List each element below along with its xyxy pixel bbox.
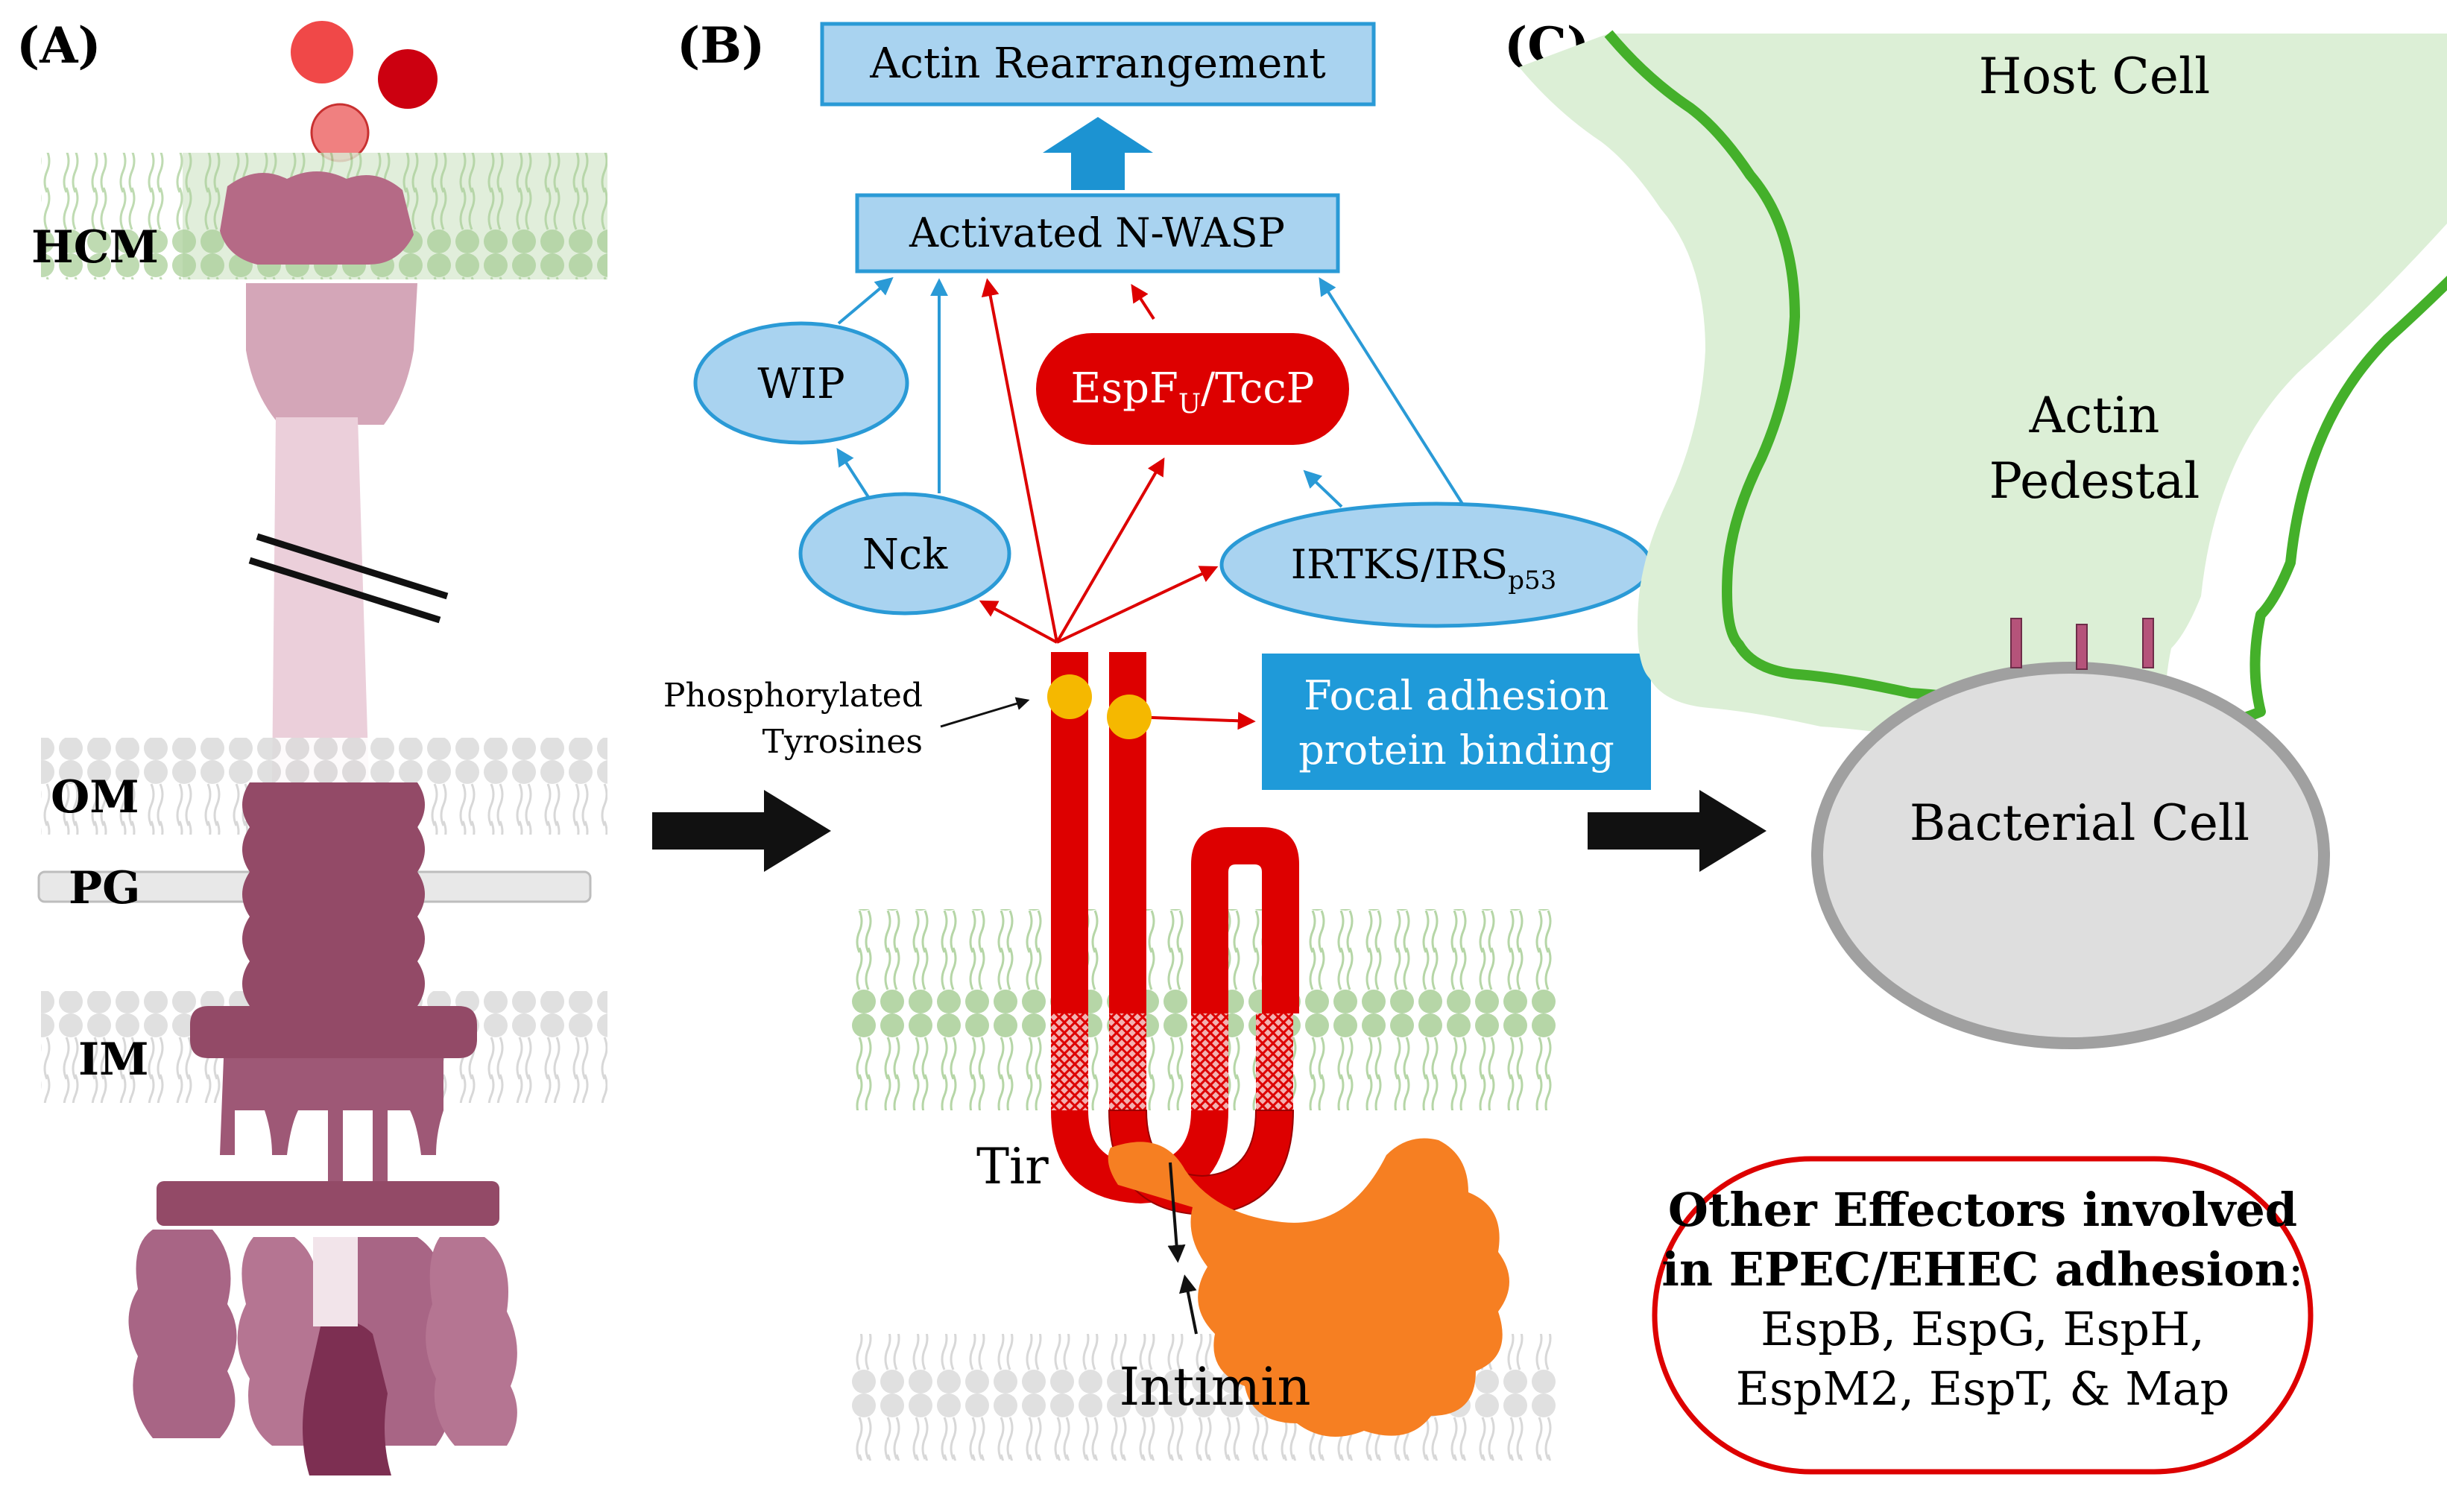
arrow-tir-to-irtks (1056, 566, 1219, 644)
focal-line-1: Focal adhesion (1304, 672, 1609, 719)
panel-a-label: (A) (16, 16, 101, 75)
attachment-bar-3 (2142, 618, 2154, 668)
arrow-espfu-to-nwasp (1131, 283, 1155, 320)
irtks-sub: p53 (1508, 566, 1556, 595)
espfu-node (1036, 333, 1349, 445)
arrow-wip-to-nwasp (837, 276, 894, 325)
effector-droplet-3 (310, 103, 370, 162)
other-effectors-box (1652, 1156, 2314, 1475)
wip-text: WIP (757, 360, 844, 408)
tir-tm-1 (1051, 1013, 1088, 1110)
intimin-binding-arrow-up (1178, 1274, 1198, 1335)
tir-hairpin (1191, 827, 1299, 1013)
bacterial-cell (1811, 662, 2330, 1049)
bacterial-cell-label: Bacterial Cell (1910, 794, 2249, 852)
effector-droplet-2 (378, 49, 438, 109)
arrow-nck-to-wip (836, 447, 870, 499)
arrow-irtks-to-espfu (1303, 469, 1343, 508)
arrow-tir-to-nck (979, 600, 1058, 644)
tir-label: Tir (976, 1138, 1049, 1195)
panel-a: (A) HCM OM PG IM (16, 16, 607, 1475)
espfu-label: EspFU/TccP (1071, 364, 1315, 420)
central-stalk (313, 1237, 358, 1326)
host-cell-label: Host Cell (1979, 48, 2210, 105)
phospho-pointer (940, 697, 1030, 728)
irtks-label: IRTKS/IRSp53 (1291, 541, 1557, 595)
other-effectors-line-3: EspB, EspG, EspH, (1761, 1302, 2205, 1356)
arrow-tyrosine-to-focal (1132, 712, 1256, 730)
arrow-tir-to-nwasp (981, 278, 1058, 643)
actin-pedestal-line-2: Pedestal (1989, 452, 2200, 510)
hcm-label: HCM (31, 221, 159, 273)
phospho-tyrosine-2 (1107, 695, 1152, 739)
nwasp-text: Activated N-WASP (909, 209, 1285, 256)
intimin-shape (1108, 1138, 1509, 1437)
needle-filament (272, 417, 369, 782)
panel-b-label: (B) (677, 16, 765, 75)
up-block-arrow (1043, 117, 1153, 190)
other-effectors-line-2-label: in EPEC/EHEC adhesion: (1661, 1242, 2303, 1297)
sorting-pod-1 (128, 1230, 237, 1438)
nwasp-box (855, 193, 1340, 273)
intimin-binding-arrow-down (1167, 1162, 1186, 1263)
arrow-a-to-b (652, 790, 831, 872)
om-label: OM (51, 771, 139, 823)
phospho-line-1: Phosphorylated (663, 677, 923, 715)
tir-tm-3 (1191, 1013, 1228, 1110)
espfu-tail: /TccP (1201, 364, 1314, 413)
atpase-core (303, 1320, 391, 1475)
phospho-line-2: Tyrosines (762, 723, 923, 761)
tir-tm-2 (1109, 1013, 1146, 1110)
espfu-main: EspF (1071, 364, 1178, 413)
other-effectors-line-2: in EPEC/EHEC adhesion (1661, 1242, 2287, 1297)
actin-rearrangement-text: Actin Rearrangement (869, 39, 1326, 88)
nck-node (798, 492, 1011, 616)
arrow-irtks-to-nwasp (1319, 276, 1464, 505)
attachment-bar-1 (2010, 618, 2022, 668)
attachment-bar-2 (2076, 624, 2088, 670)
sorting-pod-4 (426, 1237, 517, 1446)
effector-droplet-1 (291, 21, 353, 83)
c-ring-platform (157, 1181, 499, 1226)
other-effectors-line-4: EspM2, EspT, & Map (1736, 1361, 2230, 1416)
basal-ring (190, 1006, 477, 1058)
tir-tm-4 (1256, 1013, 1293, 1110)
basal-body-upper (242, 782, 425, 1006)
nck-text: Nck (862, 531, 948, 579)
translocon-lower (246, 283, 417, 425)
arrow-b-to-c (1588, 790, 1766, 872)
actin-pedestal-line-1: Actin (2029, 387, 2160, 444)
espfu-sub: U (1178, 389, 1201, 420)
export-apparatus (220, 1058, 443, 1185)
host-cell-membrane (1604, 30, 2447, 733)
break-mark-1 (256, 533, 449, 600)
sorting-pod-2 (237, 1237, 327, 1446)
other-effectors-colon: : (2288, 1242, 2304, 1297)
focal-line-2: protein binding (1298, 727, 1614, 774)
break-mark-2 (248, 557, 441, 624)
im-label: IM (78, 1034, 148, 1086)
actin-rearrangement-box (820, 22, 1376, 107)
other-effectors-line-1: Other Effectors involved (1668, 1183, 2297, 1237)
phospho-tyrosine-1 (1047, 674, 1092, 719)
panel-b: (B) Actin Rearrangement Activated N-WASP… (663, 16, 1653, 1461)
panel-c: (C) Host Cell Actin Pedestal Bacterial C… (1504, 16, 2447, 1475)
translocon-pore (220, 171, 414, 265)
focal-adhesion-box (1262, 654, 1651, 790)
wip-node (693, 321, 909, 445)
irtks-main: IRTKS/IRS (1291, 541, 1509, 588)
pg-label: PG (69, 862, 140, 914)
arrow-tir-to-espfu (1055, 457, 1165, 644)
intimin-label: Intimin (1119, 1356, 1310, 1417)
host-cell-body (1519, 34, 2447, 761)
